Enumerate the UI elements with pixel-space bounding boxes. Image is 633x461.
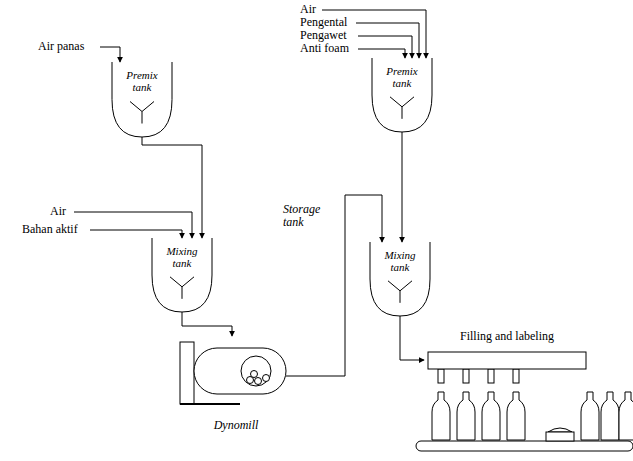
- flow-line: [142, 137, 202, 238]
- node-outline: [180, 336, 292, 431]
- premix-tank: Premix tank: [372, 58, 432, 132]
- mixing-tank: Mixing tank: [152, 238, 212, 312]
- input-label: Bahan aktif: [22, 223, 78, 236]
- area-label: Storage tank: [283, 203, 327, 229]
- equipment-label: Dynomill: [180, 419, 292, 431]
- filling-line: [416, 369, 633, 451]
- tank-label: Premix tank: [119, 69, 165, 93]
- dynomill: Dynomill: [180, 336, 292, 431]
- input-label: Pengawet: [300, 29, 347, 42]
- input-label: Air panas: [38, 40, 84, 53]
- flow-line: [182, 312, 232, 336]
- input-label: Anti foam: [300, 42, 349, 55]
- equipment-label: Filling and labeling: [424, 330, 590, 342]
- tank-label: Premix tank: [379, 65, 425, 89]
- flow-line: [400, 316, 424, 360]
- input-label: Pengental: [300, 16, 347, 29]
- tank-label: Mixing tank: [159, 245, 205, 269]
- flow-line: [402, 132, 403, 242]
- input-label: Air: [300, 3, 316, 16]
- premix-tank: Premix tank: [112, 62, 172, 137]
- input-label: Air: [50, 205, 66, 218]
- feed-lines: [74, 10, 426, 238]
- mixing-tank: Mixing tank: [370, 242, 430, 316]
- tank-label: Mixing tank: [377, 249, 423, 273]
- filling-machine: Filling and labeling: [424, 330, 590, 370]
